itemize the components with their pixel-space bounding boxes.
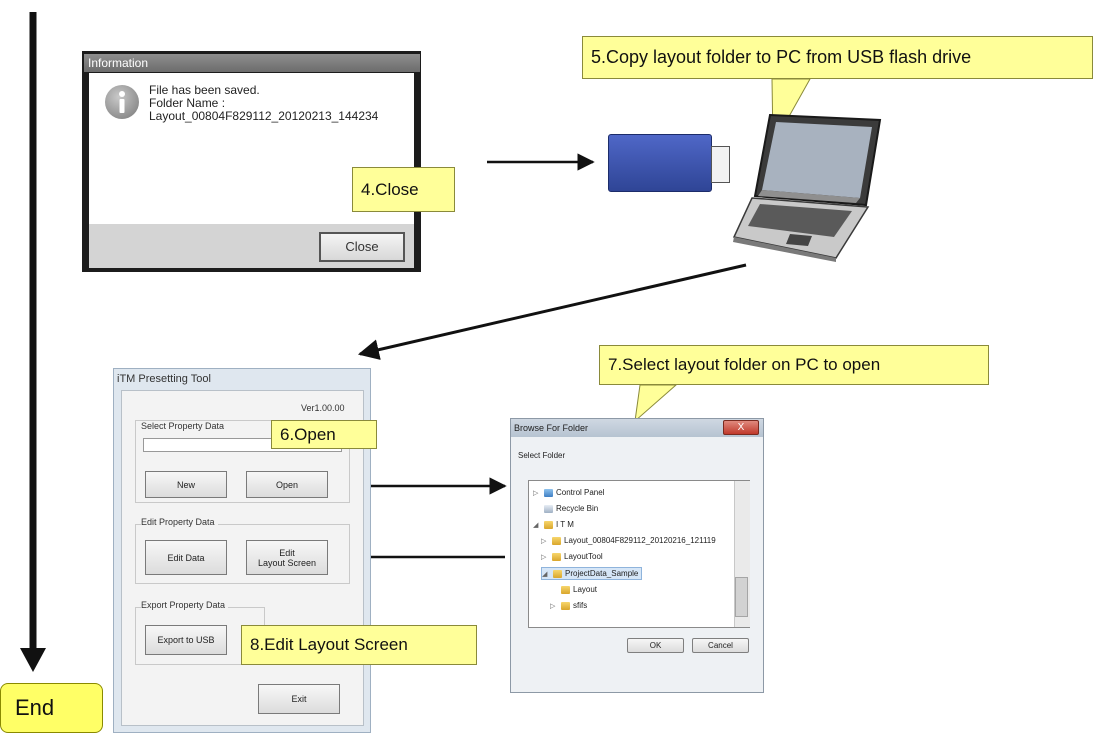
- tree-item-sfifs[interactable]: ▷ sfifs: [550, 601, 587, 610]
- collapse-arrow-icon[interactable]: ◢: [533, 521, 539, 529]
- export-property-label: Export Property Data: [141, 600, 229, 610]
- info-dialog-title: Information: [84, 54, 420, 72]
- tree-item-label: LayoutTool: [564, 552, 603, 561]
- arrow-laptop-to-tool: [357, 263, 747, 360]
- end-label: End: [15, 695, 55, 720]
- browse-dialog-subtitle: Select Folder: [518, 451, 566, 460]
- callout-pointer-step7: [634, 384, 678, 423]
- itm-tool-title: iTM Presetting Tool: [117, 373, 211, 385]
- expand-arrow-icon[interactable]: ▷: [541, 537, 547, 545]
- control-panel-icon: [544, 488, 553, 497]
- callout-step5: 5.Copy layout folder to PC from USB flas…: [582, 36, 1093, 79]
- tree-item-itm[interactable]: ◢ I T M: [533, 520, 574, 529]
- collapse-arrow-icon[interactable]: ◢: [542, 570, 548, 578]
- tree-item-projectdata-sample[interactable]: ◢ ProjectData_Sample: [541, 567, 643, 580]
- close-button[interactable]: Close: [319, 232, 405, 262]
- edit-layout-line2: Layout Screen: [257, 557, 317, 568]
- browse-dialog-title: Browse For Folder: [514, 423, 589, 433]
- tree-item-layout-folder[interactable]: ▷ Layout_00804F829112_20120216_121119: [541, 536, 716, 545]
- callout-pointer-step5: [771, 78, 811, 147]
- folder-icon: [552, 552, 561, 561]
- expand-arrow-icon[interactable]: ▷: [550, 602, 556, 610]
- folder-icon: [552, 536, 561, 545]
- callout-step7: 7.Select layout folder on PC to open: [599, 345, 989, 385]
- folder-icon: [561, 601, 570, 610]
- info-dialog-message: File has been saved. Folder Name : Layou…: [149, 84, 378, 123]
- info-message-line2: Folder Name :: [149, 96, 226, 110]
- tree-item-label: sfifs: [573, 601, 588, 610]
- export-to-usb-button[interactable]: Export to USB: [145, 625, 227, 655]
- edit-layout-screen-button[interactable]: Edit Layout Screen: [246, 540, 328, 575]
- tree-item-label: Recycle Bin: [556, 504, 599, 513]
- tree-item-label: ProjectData_Sample: [565, 569, 639, 578]
- exit-button[interactable]: Exit: [258, 684, 340, 714]
- tree-item-recycle-bin[interactable]: Recycle Bin: [533, 504, 598, 513]
- expand-arrow-icon[interactable]: ▷: [533, 489, 539, 497]
- folder-icon: [544, 520, 553, 529]
- info-message-line3: Layout_00804F829112_20120213_144234: [149, 109, 379, 123]
- edit-property-group: [135, 524, 350, 584]
- folder-tree-scroll-thumb[interactable]: [735, 577, 748, 617]
- select-property-label: Select Property Data: [141, 421, 225, 431]
- tree-item-label: Layout_00804F829112_20120216_121119: [564, 536, 716, 545]
- browse-dialog-close-button[interactable]: X: [723, 420, 759, 435]
- recycle-bin-icon: [544, 504, 553, 513]
- folder-icon: [561, 585, 570, 594]
- edit-data-button[interactable]: Edit Data: [145, 540, 227, 575]
- tree-item-control-panel[interactable]: ▷ Control Panel: [533, 488, 604, 497]
- usb-drive-body: [608, 134, 712, 192]
- callout-step6: 6.Open: [271, 420, 377, 449]
- select-property-group: [135, 420, 350, 503]
- cancel-button[interactable]: Cancel: [692, 638, 749, 653]
- edit-layout-line1: Edit: [279, 547, 295, 558]
- itm-version-label: Ver1.00.00: [301, 403, 345, 413]
- tree-item-layouttool[interactable]: ▷ LayoutTool: [541, 552, 603, 561]
- new-button[interactable]: New: [145, 471, 227, 498]
- expand-arrow-icon[interactable]: ▷: [541, 553, 547, 561]
- tree-item-label: I T M: [556, 520, 574, 529]
- ok-button[interactable]: OK: [627, 638, 684, 653]
- callout-step4: 4.Close: [352, 167, 455, 212]
- open-button[interactable]: Open: [246, 471, 328, 498]
- flow-arrow-head: [20, 648, 46, 672]
- browse-dialog-titlebar: [511, 419, 763, 437]
- edit-property-label: Edit Property Data: [141, 517, 218, 527]
- end-terminal: End: [0, 683, 103, 733]
- tree-item-label: Layout: [573, 585, 598, 594]
- usb-drive-connector: [711, 146, 730, 183]
- tree-item-layout[interactable]: Layout: [550, 585, 597, 594]
- info-icon: [105, 85, 139, 119]
- info-message-line1: File has been saved.: [149, 83, 260, 97]
- folder-icon: [553, 569, 562, 578]
- callout-step8: 8.Edit Layout Screen: [241, 625, 477, 665]
- laptop-illustration: [732, 113, 882, 262]
- tree-item-label: Control Panel: [556, 488, 605, 497]
